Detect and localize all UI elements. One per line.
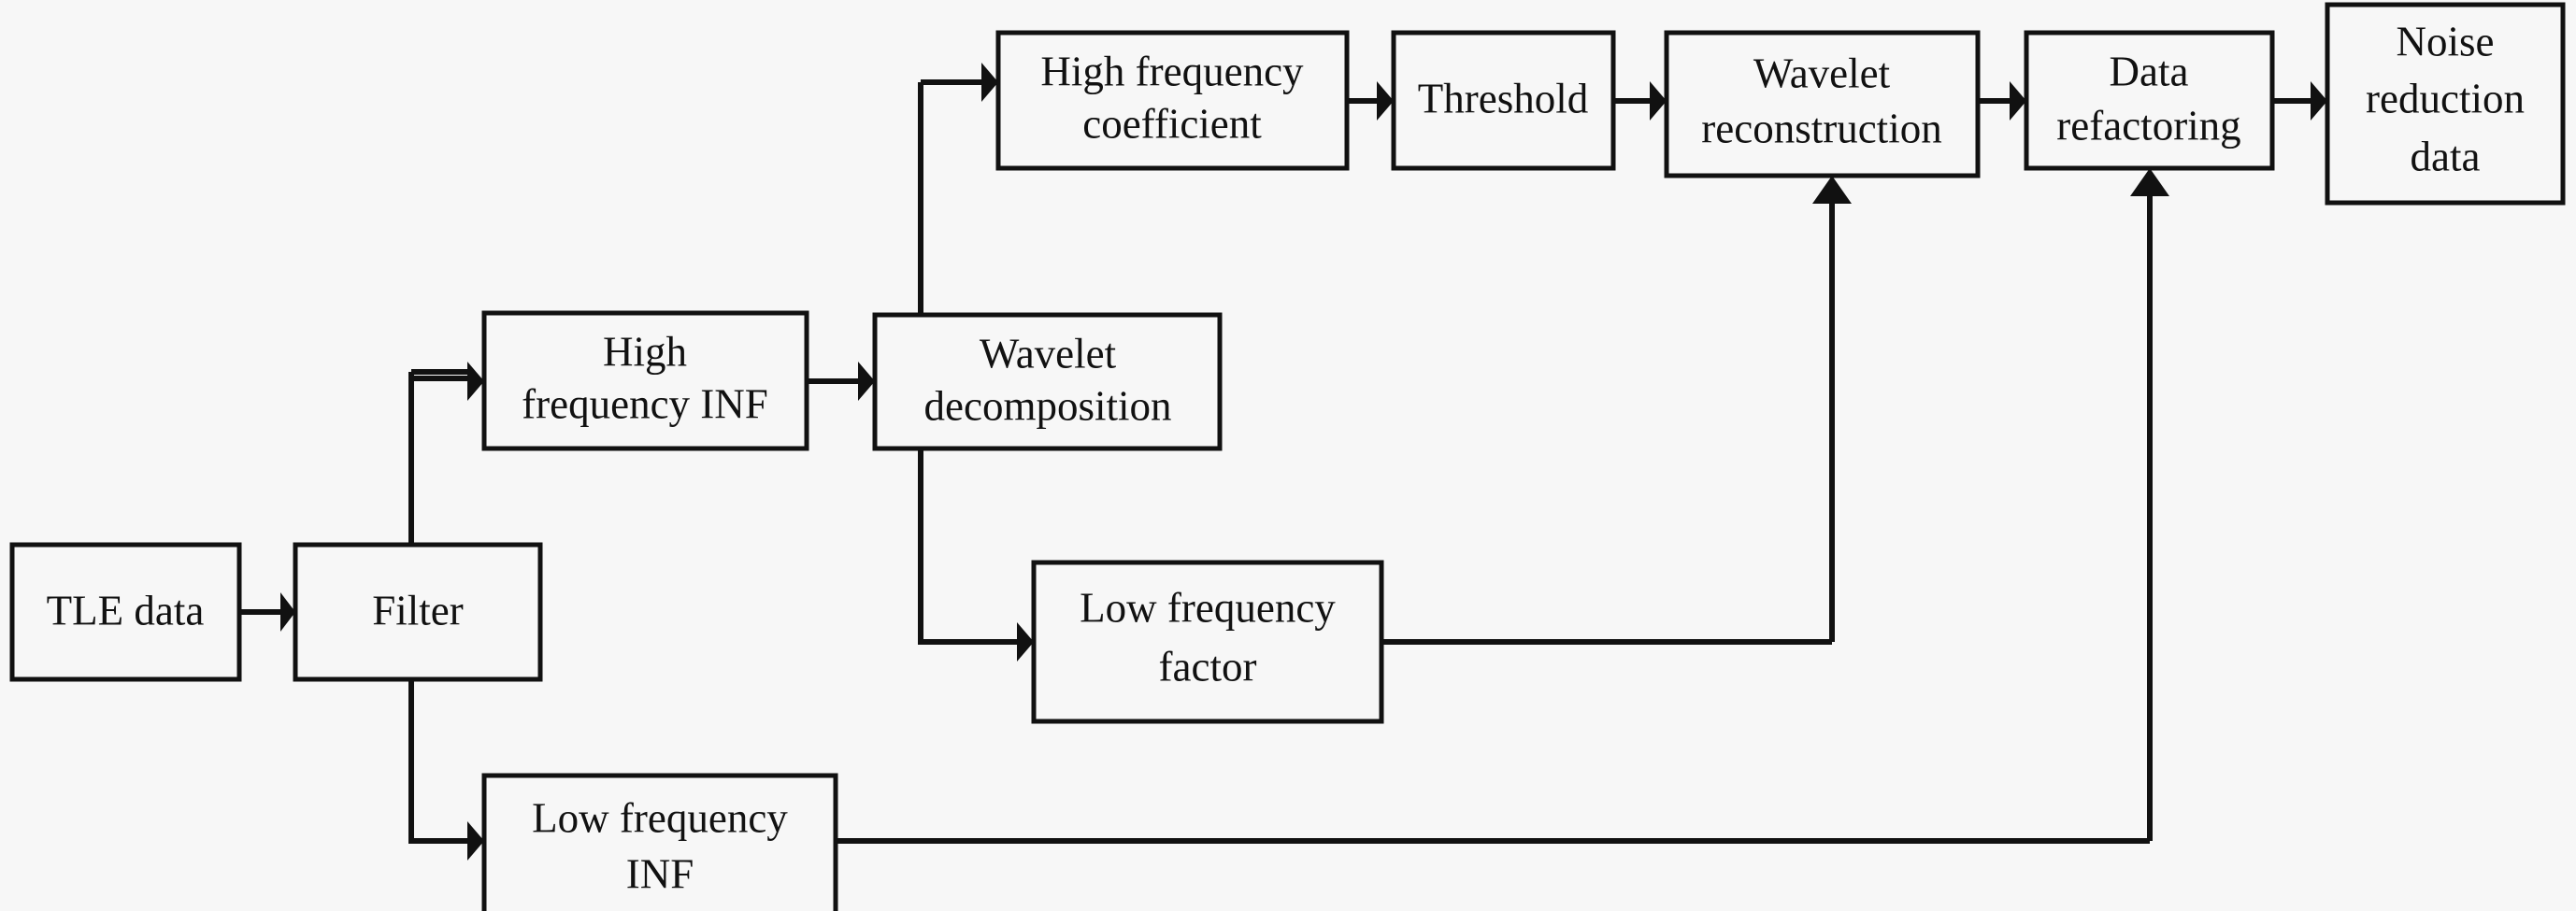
edge-threshold-to-wavelet-reconstruction [1613,81,1667,121]
node-wavelet-reconstruction-label-line2: reconstruction [1701,105,1941,151]
node-wavelet-reconstruction-box[interactable] [1664,30,1981,178]
edge-low-frequency-inf-to-data-refactoring [836,168,2169,844]
edge-wavelet-reconstruction-to-data-refactoring [1978,81,2026,121]
node-high-frequency-coefficient-box[interactable] [995,30,1350,171]
edge-data-refactoring-to-noise-reduction-data [2272,81,2327,121]
node-high-frequency-inf-box[interactable] [481,310,809,451]
edge-high-frequency-coefficient-to-threshold [1347,81,1394,121]
node-data-refactoring[interactable]: Data refactoring [2024,30,2275,171]
edge-high-frequency-inf-to-wavelet-decomposition [807,362,875,401]
node-filter-box[interactable] [293,542,543,682]
node-low-frequency-factor-box[interactable] [1031,560,1384,724]
node-data-refactoring-box[interactable] [2024,30,2275,171]
node-data-refactoring-label-line1: Data [2110,48,2189,94]
node-wavelet-decomposition[interactable]: Wavelet decomposition [872,312,1223,451]
node-high-frequency-coefficient[interactable]: High frequency coefficient [995,30,1350,171]
node-high-frequency-coefficient-label-line1: High frequency [1040,48,1304,94]
node-wavelet-reconstruction[interactable]: Wavelet reconstruction [1664,30,1981,178]
node-threshold-box[interactable] [1391,30,1616,171]
node-noise-reduction-data-label-line3: data [2411,133,2481,179]
node-tle-data[interactable]: TLE data [9,542,242,682]
edge-wavelet-decomposition-to-high-frequency-coefficient [921,63,998,102]
node-noise-reduction-data-box[interactable] [2325,2,2566,206]
edge-filter-to-low-frequency-inf [408,753,484,861]
node-wavelet-reconstruction-label-line1: Wavelet [1753,50,1891,96]
node-noise-reduction-data-label-line1: Noise [2397,18,2495,64]
node-high-frequency-inf[interactable]: High frequency INF [481,310,809,451]
node-wavelet-decomposition-box[interactable] [872,312,1223,451]
node-filter[interactable]: Filter [293,542,543,682]
node-low-frequency-factor-label-line2: factor [1159,643,1257,690]
node-wavelet-decomposition-label-line2: decomposition [924,382,1172,429]
node-tle-data-label: TLE data [47,587,205,633]
node-low-frequency-inf-box[interactable] [481,773,838,911]
node-threshold-label: Threshold [1418,75,1588,121]
node-tle-data-box[interactable] [9,542,242,682]
node-low-frequency-inf-label-line2: INF [626,850,694,897]
node-filter-label: Filter [372,587,464,633]
node-data-refactoring-label-line2: refactoring [2056,102,2240,149]
node-low-frequency-factor-label-line1: Low frequency [1080,584,1336,631]
node-threshold[interactable]: Threshold [1391,30,1616,171]
node-noise-reduction-data-label-line2: reduction [2366,75,2525,121]
node-wavelet-decomposition-label-line1: Wavelet [980,330,1117,377]
node-noise-reduction-data[interactable]: Noise reduction data [2325,2,2566,206]
node-low-frequency-factor[interactable]: Low frequency factor [1031,560,1384,724]
edge-wavelet-decomposition-to-low-frequency-factor [921,622,1034,662]
node-low-frequency-inf[interactable]: Low frequency INF [481,773,838,911]
edge-low-frequency-factor-to-wavelet-reconstruction [1381,176,1852,645]
edge-tle-data-to-filter [239,592,295,632]
node-high-frequency-inf-label-line1: High [603,328,687,375]
node-low-frequency-inf-label-line1: Low frequency [532,794,788,841]
node-high-frequency-inf-label-line2: frequency INF [522,380,768,427]
edge-filter-to-high-frequency-inf [408,362,484,401]
node-high-frequency-coefficient-label-line2: coefficient [1082,100,1262,147]
